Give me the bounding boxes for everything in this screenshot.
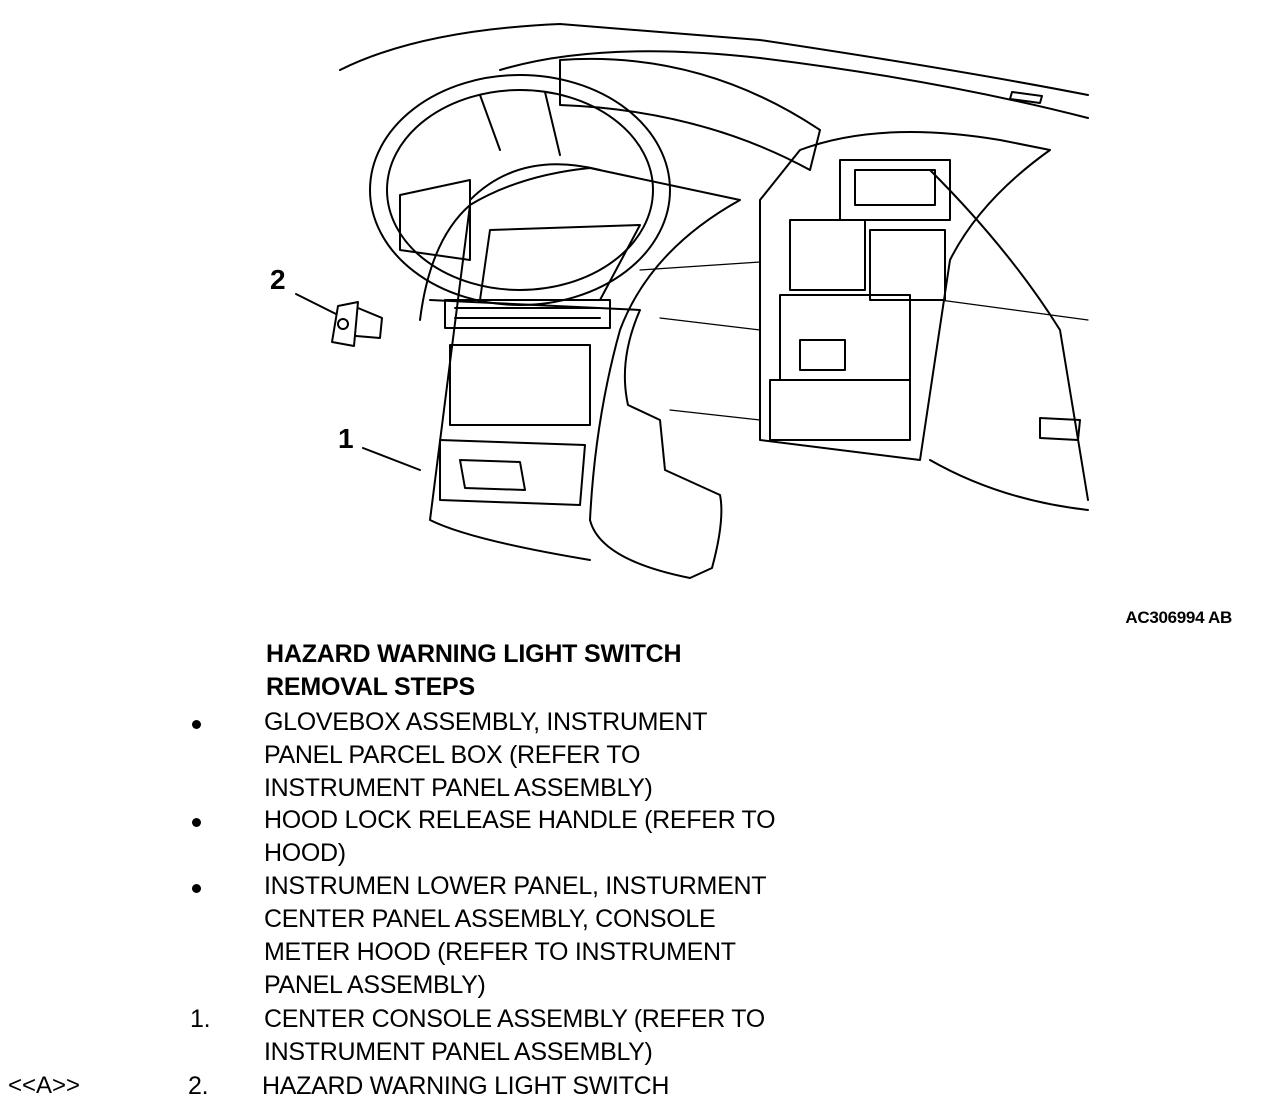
procedure-title: HAZARD WARNING LIGHT SWITCH [266,640,682,668]
dashboard-defroster-slot [1009,91,1043,104]
prereq-step-glovebox: GLOVEBOX ASSEMBLY, INSTRUMENT PANEL PARC… [186,706,886,805]
dashboard-right-side [929,169,1089,501]
callout-2-leader [295,293,337,315]
bullet-icon [192,818,201,827]
bullet-icon [192,720,201,729]
figure-code: AC306994 AB [1125,608,1232,627]
callout-1-label: 1 [338,423,354,454]
step-text: GLOVEBOX ASSEMBLY, INSTRUMENT PANEL PARC… [264,708,708,802]
procedure-subtitle: REMOVAL STEPS [266,673,476,701]
step-number: 2. [188,1072,209,1100]
dashboard-vent-right [1039,417,1081,441]
step-text: HAZARD WARNING LIGHT SWITCH [262,1072,670,1100]
center-stack-drawing [759,131,1051,461]
bullet-icon [192,884,201,893]
hazard-switch-drawing [331,301,383,347]
meter-hood-outline [559,57,821,171]
prereq-step-lower-panel: INSTRUMEN LOWER PANEL, INSTURMENT CENTER… [186,870,886,1002]
step-number: 1. [190,1005,211,1033]
step-text: HOOD LOCK RELEASE HANDLE (REFER TO HOOD) [264,806,776,867]
callout-2-label: 2 [270,264,286,295]
dashboard-upper-ridge [499,50,1089,119]
removal-step-1: 1. CENTER CONSOLE ASSEMBLY (REFER TO INS… [186,1003,886,1069]
dashboard-exploded-illustration [295,23,1089,579]
callout-1-leader [362,447,421,471]
center-console-assembly-drawing [419,167,741,579]
reference-lines [639,261,1089,421]
dashboard-top-outline [339,23,1089,96]
step-text: INSTRUMEN LOWER PANEL, INSTURMENT CENTER… [264,872,767,999]
removal-step-2: 2. HAZARD WARNING LIGHT SWITCH [186,1070,886,1106]
service-point-reference: <<A>> [8,1072,81,1099]
step-text: CENTER CONSOLE ASSEMBLY (REFER TO INSTRU… [264,1005,765,1066]
prereq-step-hood-lock: HOOD LOCK RELEASE HANDLE (REFER TO HOOD) [186,804,886,870]
dashboard-lower-edge [929,459,1089,511]
